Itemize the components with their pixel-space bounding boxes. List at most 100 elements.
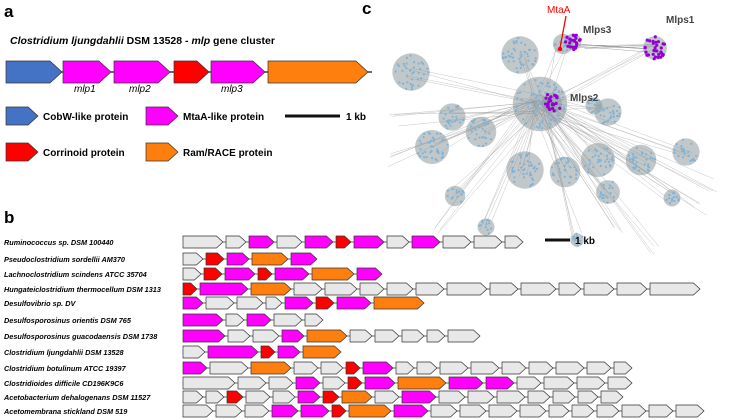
network-node [420, 77, 423, 80]
network-node [606, 201, 609, 204]
gene-arrow [182, 345, 206, 359]
network-node [473, 118, 476, 121]
network-node [577, 38, 582, 42]
network-node [579, 239, 582, 242]
network-node [682, 149, 686, 152]
network-node [632, 157, 635, 160]
network-node [670, 199, 674, 202]
network-node [427, 71, 430, 74]
organism-strain: DSM 13528 - [124, 35, 192, 47]
network-node [612, 115, 615, 118]
network-node [668, 194, 671, 197]
network-node [459, 200, 462, 203]
gene-arrow [331, 404, 347, 418]
network-node [520, 166, 523, 169]
network-node [525, 172, 528, 175]
network-node [436, 132, 439, 135]
network-node [600, 193, 603, 196]
network-node [423, 156, 426, 159]
network-node [526, 55, 530, 58]
network-node [422, 73, 426, 76]
gene-arrow [205, 296, 235, 310]
network-node [526, 160, 529, 163]
network-node [455, 115, 458, 118]
panel-a-letter: a [4, 2, 14, 21]
network-node [548, 107, 552, 112]
network-node [519, 162, 522, 165]
network-node [589, 97, 592, 101]
network-node [520, 41, 523, 44]
network-node [641, 151, 644, 154]
network-node [573, 45, 577, 49]
gene-arrow [225, 313, 245, 327]
network-edge [542, 102, 655, 256]
network-node [472, 126, 475, 130]
network-node [522, 63, 525, 66]
gene-arrow [272, 390, 296, 404]
network-node [538, 122, 541, 125]
network-edge [545, 107, 651, 254]
gene-arrow [248, 235, 275, 249]
gene-arrow [649, 282, 701, 296]
network-node [657, 52, 661, 57]
network-node [587, 102, 590, 105]
network-node [551, 102, 555, 106]
network-node [534, 78, 537, 82]
network-node [455, 191, 458, 194]
network-node [478, 126, 481, 129]
gene-arrow [621, 404, 647, 418]
network-node [432, 140, 435, 143]
network-node [548, 85, 551, 88]
network-node [456, 104, 460, 107]
network-node [412, 66, 415, 69]
network-node [409, 54, 412, 57]
network-node [603, 115, 606, 118]
network-node [436, 148, 439, 151]
network-node [668, 202, 672, 205]
network-node [612, 104, 615, 108]
network-node [588, 163, 591, 166]
network-edge [542, 95, 695, 208]
gene-arrow [268, 376, 294, 390]
network-node [627, 154, 631, 157]
network-node [484, 226, 488, 229]
network-node [572, 39, 576, 43]
network-edge [549, 45, 653, 107]
network-node [469, 125, 472, 128]
gene-arrow [182, 329, 226, 343]
label-mlps1: Mlps1 [666, 15, 695, 26]
organism-name-row: Clostridium botulinum ATCC 19397 [4, 364, 127, 373]
network-node [417, 71, 420, 74]
network-node [422, 62, 425, 65]
network-node [513, 42, 516, 45]
network-node [434, 158, 437, 161]
network-node [604, 160, 607, 163]
network-node [597, 158, 600, 161]
network-node [487, 232, 490, 235]
network-node [635, 161, 638, 164]
network-cluster [501, 36, 539, 74]
gene-arrow [277, 345, 301, 359]
network-node [405, 87, 408, 90]
mlp3-gene [210, 60, 266, 84]
mtaa-pointer [559, 15, 567, 49]
network-node [398, 81, 401, 84]
network-node [449, 124, 452, 127]
network-node [513, 170, 516, 173]
network-node [455, 118, 458, 121]
network-node [509, 55, 512, 58]
network-node [532, 63, 535, 66]
network-node [611, 186, 614, 189]
network-edge [541, 107, 700, 205]
network-node [568, 41, 572, 45]
network-edge [451, 107, 534, 200]
gene-arrow [182, 252, 204, 266]
gene-arrow [245, 390, 271, 404]
network-node [599, 114, 602, 117]
network-node [571, 33, 575, 37]
gene-arrow [273, 313, 303, 327]
network-node [490, 138, 493, 141]
network-node [563, 107, 566, 110]
network-node [402, 82, 405, 85]
network-node [401, 69, 404, 72]
